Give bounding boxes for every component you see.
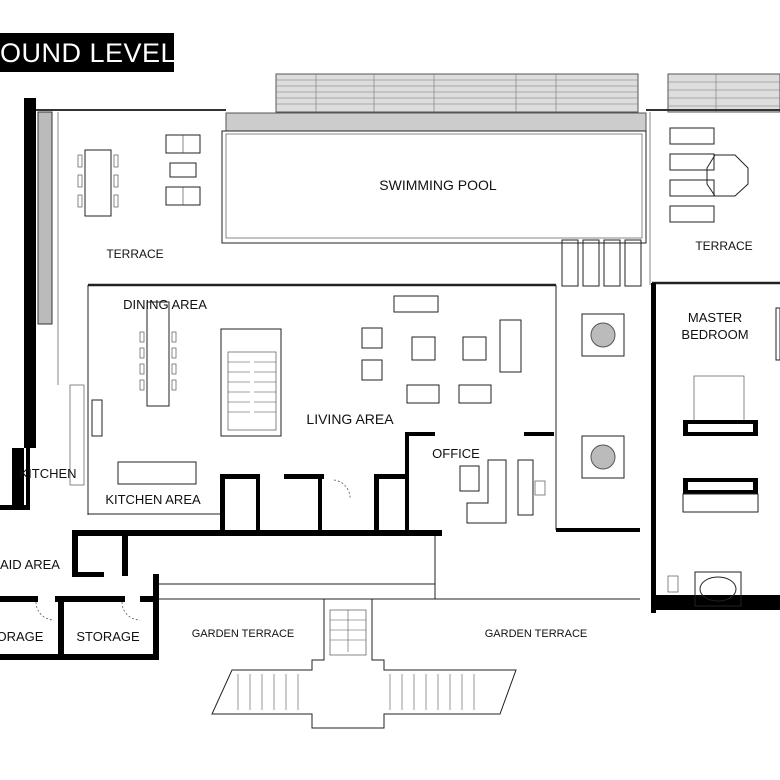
exterior-staircase (211, 599, 517, 729)
label-terrace-left: TERRACE (106, 247, 163, 261)
label-living-area: LIVING AREA (306, 411, 394, 427)
deck-louvers (275, 73, 780, 113)
pebble-border (225, 112, 647, 132)
interior-staircase (220, 328, 282, 437)
label-garden-terrace-right: GARDEN TERRACE (485, 628, 587, 640)
terrace-lounge-set (165, 134, 201, 206)
terrace-dining-table (77, 149, 119, 217)
label-kitchen: KITCHEN (19, 466, 76, 481)
swimming-pool (221, 130, 647, 244)
kitchen-island (117, 461, 197, 485)
pool-deck-loungers (561, 239, 642, 287)
label-terrace-right: TERRACE (695, 239, 752, 253)
ceiling-fan (581, 435, 625, 479)
label-master-bedroom-2: BEDROOM (681, 327, 748, 342)
label-swimming-pool: SWIMMING POOL (379, 177, 497, 193)
bedroom-wall (651, 283, 656, 613)
bed (682, 375, 759, 513)
toilet-icon (667, 575, 679, 593)
living-furniture (91, 295, 522, 437)
label-master-bedroom-1: MASTER (688, 310, 742, 325)
dining-table (139, 301, 177, 407)
west-wall (24, 98, 36, 448)
level-title-banner (0, 33, 174, 72)
label-maid-area: AID AREA (0, 557, 60, 572)
label-garden-terrace-left: GARDEN TERRACE (192, 628, 294, 640)
label-dining-area: DINING AREA (123, 297, 207, 312)
ceiling-fan (581, 313, 625, 357)
label-storage-left: ORAGE (0, 629, 44, 644)
label-office: OFFICE (432, 446, 480, 461)
bathtub (694, 571, 742, 607)
level-title: OUND LEVEL (0, 38, 177, 68)
sun-loungers (669, 127, 749, 223)
office-furniture (459, 459, 546, 524)
label-storage: STORAGE (76, 629, 140, 644)
planter (37, 111, 53, 325)
label-kitchen-area: KITCHEN AREA (105, 492, 201, 507)
